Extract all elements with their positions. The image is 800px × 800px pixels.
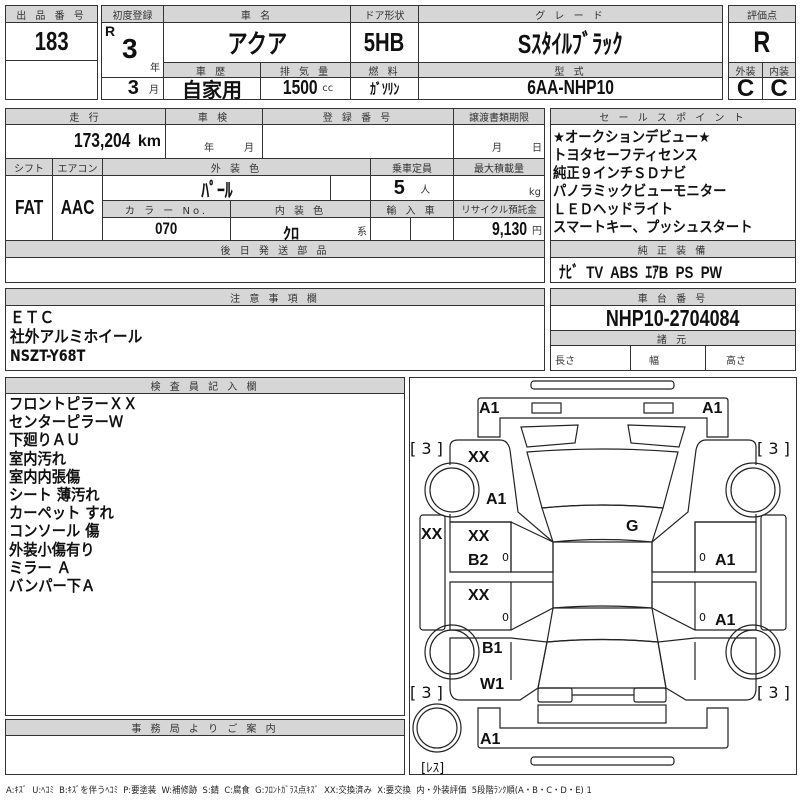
mark-front-door-left: XX xyxy=(468,528,490,545)
tire-front-left: [ 3 ] xyxy=(410,439,443,458)
mark-front-bumper-left: A1 xyxy=(479,400,500,417)
mark-front-fender-left: XX xyxy=(468,449,490,466)
sales-point: ★オークションデビュー★ xyxy=(553,130,711,146)
mark-rear-door-right: A1 xyxy=(715,612,736,629)
sales-point: トヨタセーフティセンス xyxy=(553,148,698,164)
equipment-list: ﾅﾋﾞ TV ABS ｴｱB PS PW xyxy=(559,262,723,282)
color-no-value: 070 xyxy=(155,219,178,238)
recycle-value: 9,130 xyxy=(491,218,528,239)
inspector-item: バンパー下Ａ xyxy=(9,577,96,596)
transfer-month-unit: 月 xyxy=(492,143,502,154)
tire-rear-right: [ 3 ] xyxy=(757,683,790,702)
note-item: 社外アルミホイール xyxy=(10,327,143,346)
mark-rear-door-left: XX xyxy=(468,587,490,604)
year: 3 xyxy=(122,33,138,64)
mark-rear-fender-left: B1 xyxy=(482,640,503,657)
displacement-unit: cc xyxy=(322,83,334,94)
sales-point: スマートキー、プッシュスタート xyxy=(553,220,753,236)
month-unit: 月 xyxy=(149,85,159,96)
note-item: ＥＴＣ xyxy=(10,308,55,327)
lot-empty-cell xyxy=(5,60,98,100)
inspector-item: カーペット すれ xyxy=(9,504,114,523)
int-color-unit: 系 xyxy=(357,227,367,238)
inspector-item: センターピラーＷ xyxy=(9,413,124,432)
door-handle-mark: 0 xyxy=(502,551,509,564)
equipment: ﾅﾋﾞ TV ABS ｴｱB PS PW xyxy=(550,257,796,283)
note-item: NSZT-Y68T xyxy=(10,346,86,365)
inspector-item: ミラー Ａ xyxy=(9,558,72,577)
recycle-label: リサイクル預託金 xyxy=(453,200,545,218)
year-unit: 年 xyxy=(150,63,160,74)
notes: ＥＴＣ 社外アルミホイール NSZT-Y68T xyxy=(5,305,545,371)
mileage-value: 173,204 xyxy=(73,130,130,152)
displacement-value: 1500 xyxy=(282,77,318,99)
door-handle-mark: 0 xyxy=(699,551,706,564)
mark-sill-left: XX xyxy=(421,526,443,543)
height-cell: 高さ xyxy=(705,345,796,371)
model-value: 6AA-NHP10 xyxy=(527,77,614,99)
inspector-item: 室内内張傷 xyxy=(9,467,81,486)
model: 6AA-NHP10 xyxy=(418,77,723,100)
inspector-item: 外装小傷有り xyxy=(9,540,95,559)
ac-value: AAC xyxy=(60,196,95,219)
door-handle-mark: 0 xyxy=(502,611,509,624)
office-notes xyxy=(5,735,405,775)
later-parts xyxy=(5,257,545,283)
mark-front-door-left-2: B2 xyxy=(468,552,489,569)
inspector-item: シート 薄汚れ xyxy=(9,486,100,505)
mileage-unit: km xyxy=(137,132,161,150)
legend: A:ｷｽﾞ U:ﾍｺﾐ B:ｷｽﾞを伴うﾍｺﾐ P:要塗装 W:補修跡 S:錆 … xyxy=(6,786,592,796)
sales-point: 純正９インチＳＤナビ xyxy=(553,166,687,182)
mark-front-bumper-right: A1 xyxy=(702,400,723,417)
month: 3 xyxy=(127,77,139,99)
door-type-value: 5HB xyxy=(364,27,405,57)
int-color-value: ｸﾛ xyxy=(283,226,300,241)
inspector-item: 室内汚れ xyxy=(9,449,67,468)
chassis-number-value: NHP10-2704084 xyxy=(606,305,740,331)
inspector-item: フロントピラーＸＸ xyxy=(9,395,138,413)
mark-rear-fender-left-2: W1 xyxy=(480,676,504,693)
sales-point: パノラミックビューモニター xyxy=(553,184,727,200)
lot-number-value: 183 xyxy=(34,26,69,56)
interior-score: C xyxy=(762,77,796,100)
recycle-unit: 円 xyxy=(532,225,542,237)
inspector-item: 下廻りＡＵ xyxy=(9,431,81,450)
score-value: R xyxy=(753,25,771,59)
inspector-item: コンソール 傷 xyxy=(9,522,100,541)
mark-front-fender-left-2: A1 xyxy=(486,491,507,508)
max-load-unit: kg xyxy=(528,187,541,198)
grade-value: Sｽﾀｲﾙﾌﾞﾗｯｸ xyxy=(518,29,623,59)
mark-rear-bumper: A1 xyxy=(480,731,501,748)
inspection-month-unit: 月 xyxy=(244,143,254,154)
tire-rear-left: [ 3 ] xyxy=(410,683,443,702)
era: R xyxy=(105,23,116,39)
inspector-notes: フロントピラーＸＸ センターピラーＷ 下廻りＡＵ 室内汚れ 室内内張傷 シート … xyxy=(5,393,405,716)
damage-diagram xyxy=(409,377,797,775)
sales-point: ＬＥＤヘッドライト xyxy=(553,202,674,218)
inspection-year-unit: 年 xyxy=(204,143,214,154)
transfer-day-unit: 日 xyxy=(532,143,542,154)
mark-front-door-right: A1 xyxy=(715,552,736,569)
displacement: 1500 cc xyxy=(260,77,351,100)
capacity-value: 5 xyxy=(393,176,405,199)
tire-spare: [ﾚｽ] xyxy=(421,761,445,776)
capacity-unit: 人 xyxy=(420,184,431,196)
tire-front-right: [ 3 ] xyxy=(757,439,790,458)
car-name-value: アクア xyxy=(227,29,287,59)
ext-color-value: ﾊﾟｰﾙ xyxy=(200,179,233,201)
door-handle-mark: 0 xyxy=(699,611,706,624)
shift-value: FAT xyxy=(14,196,44,219)
fuel-value: ｶﾞｿﾘﾝ xyxy=(369,81,400,98)
mark-windshield: G xyxy=(626,518,639,535)
